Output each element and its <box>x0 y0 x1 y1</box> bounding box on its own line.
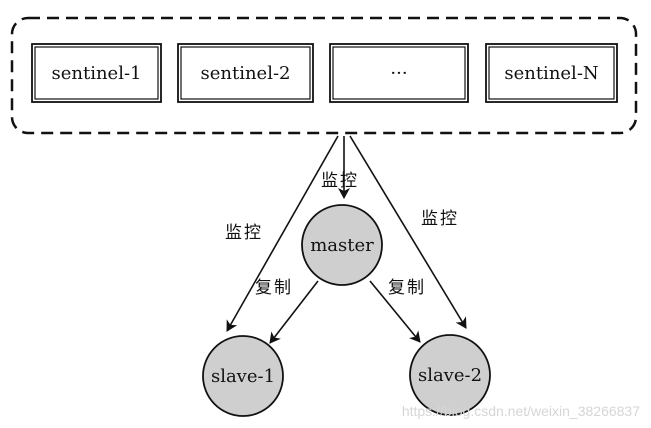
replicate-arrow-slave1 <box>269 280 319 344</box>
sentinel-box-n: sentinel-N <box>485 43 618 103</box>
monitor-slave2-label: 监控 <box>421 209 459 229</box>
watermark-text: https://blog.csdn.net/weixin_38266837 <box>402 403 640 419</box>
slave-1-label: slave-1 <box>211 366 275 387</box>
slave-2-node: slave-2 <box>409 334 491 416</box>
monitor-arrow-slave2 <box>349 135 467 329</box>
master-label: master <box>310 235 374 256</box>
sentinel-box-2: sentinel-2 <box>177 43 314 103</box>
sentinel-ellipsis-label: ··· <box>390 63 407 84</box>
sentinel-group-container <box>10 16 638 135</box>
monitor-slave1-label: 监控 <box>225 223 263 243</box>
sentinel-2-label: sentinel-2 <box>200 63 290 84</box>
replicate-slave1-label: 复制 <box>255 278 293 298</box>
master-node: master <box>301 204 383 286</box>
replicate-slave2-label: 复制 <box>388 278 426 298</box>
slave-1-node: slave-1 <box>202 335 284 417</box>
monitor-master-label: 监控 <box>321 171 359 191</box>
slave-2-label: slave-2 <box>418 365 482 386</box>
sentinel-box-1: sentinel-1 <box>31 43 162 103</box>
sentinel-1-label: sentinel-1 <box>51 63 141 84</box>
sentinel-box-ellipsis: ··· <box>329 43 469 103</box>
monitor-arrow-slave1 <box>226 135 339 332</box>
replicate-arrow-slave2 <box>369 280 421 343</box>
sentinel-n-label: sentinel-N <box>504 63 598 84</box>
